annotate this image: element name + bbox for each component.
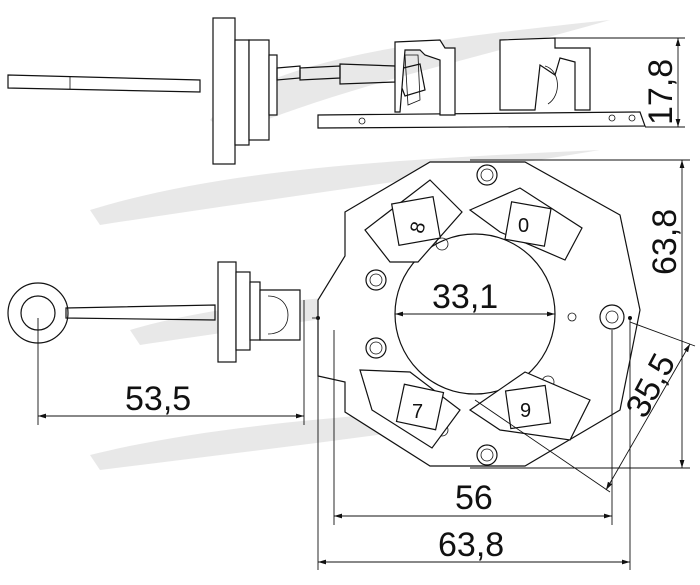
dim-inner-diameter: 33,1 [395, 278, 555, 317]
brush-label-4: 9 [520, 400, 531, 422]
brush-holder-top-right: 0 [468, 187, 583, 261]
dim-mount-width-label: 56 [455, 479, 493, 517]
brush-holder-top-left: 8 [364, 179, 463, 263]
dim-lead-length-label: 53,5 [125, 380, 191, 418]
brush-label-2: 0 [518, 215, 529, 237]
dim-height-right-label: 63,8 [646, 209, 684, 275]
dim-mount-width: 56 [333, 330, 613, 525]
brush-holder-bottom-left: 7 [359, 369, 461, 449]
dim-overall-width: 63,8 [317, 318, 631, 570]
dim-inner-diameter-label: 33,1 [432, 278, 498, 316]
dim-lead-length: 53,5 [37, 300, 305, 425]
dim-height-top: 17,8 [555, 37, 685, 128]
brush-label-1: 8 [406, 219, 430, 235]
brush-label-3: 7 [412, 401, 423, 423]
dim-overall-width-label: 63,8 [438, 526, 504, 564]
brush-holder-bottom-right: 9 [468, 371, 591, 441]
dim-height-top-label: 17,8 [642, 59, 680, 125]
top-side-view [7, 17, 646, 165]
